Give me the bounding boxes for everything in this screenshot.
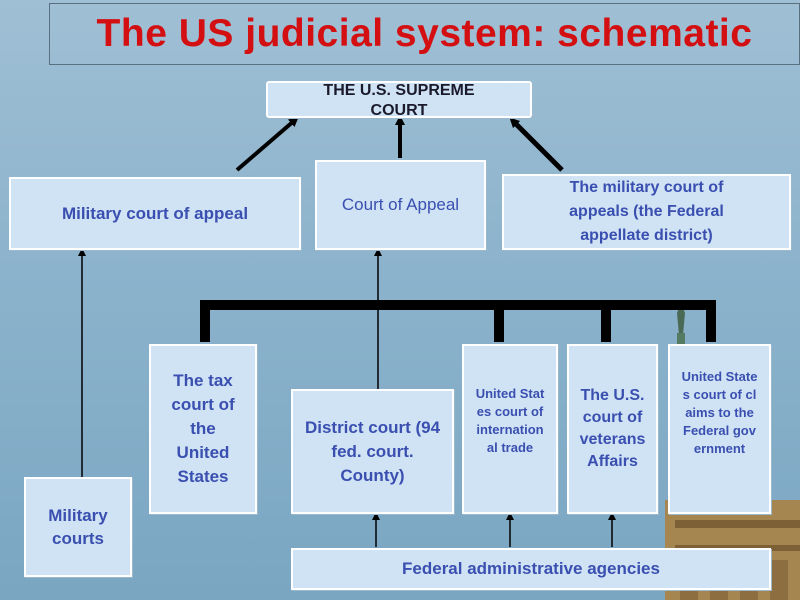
military-court-of-appeal-label: Military court of appeal [61, 203, 249, 223]
arrow-military-appeal-to-supreme [235, 116, 299, 172]
federal-claims-court-node: United States court of claims to the Fed… [668, 344, 771, 514]
tax-court-node: The tax court of the United States [149, 344, 257, 514]
federal-claims-court-label: United States court of claims to the Fed… [681, 369, 758, 456]
veterans-affairs-court-label: The U.S. court of veterans Affairs [579, 387, 646, 470]
tax-court-label: The tax court of the United States [171, 371, 235, 486]
military-courts-node: Military courts [24, 477, 132, 577]
supreme-court-node: THE U.S. SUPREME COURT [266, 81, 532, 119]
bracket-bar [200, 300, 716, 310]
military-courts-label: Military courts [48, 506, 108, 548]
military-court-of-appeals-federal-node: The military court of appeals (the Feder… [502, 174, 791, 250]
bracket-leg-claims [706, 300, 716, 342]
military-court-of-appeal-node: Military court of appeal [9, 177, 301, 250]
bracket-leg-veterans [601, 300, 611, 342]
court-of-appeal-node: Court of Appeal [315, 160, 486, 250]
court-of-appeal-label: Court of Appeal [341, 195, 460, 214]
international-trade-court-node: United States court of international tra… [462, 344, 558, 514]
supreme-court-label: THE U.S. SUPREME COURT [323, 81, 475, 119]
bracket-leg-international [494, 300, 504, 342]
page-title: The US judicial system: schematic [96, 12, 753, 55]
district-court-node: District court (94 fed. court. County) [291, 389, 454, 514]
district-court-label: District court (94 fed. court. County) [304, 417, 441, 485]
military-court-of-appeals-federal-label: The military court of appeals (the Feder… [569, 179, 724, 244]
arrow-federal-appeals-to-supreme [509, 117, 564, 172]
bracket-leg-tax [200, 300, 210, 342]
federal-agencies-label: Federal administrative agencies [402, 559, 660, 578]
international-trade-court-label: United States court of international tra… [475, 386, 545, 455]
federal-agencies-node: Federal administrative agencies [291, 548, 771, 590]
veterans-affairs-court-node: The U.S. court of veterans Affairs [567, 344, 658, 514]
title-box: The US judicial system: schematic [49, 3, 800, 65]
